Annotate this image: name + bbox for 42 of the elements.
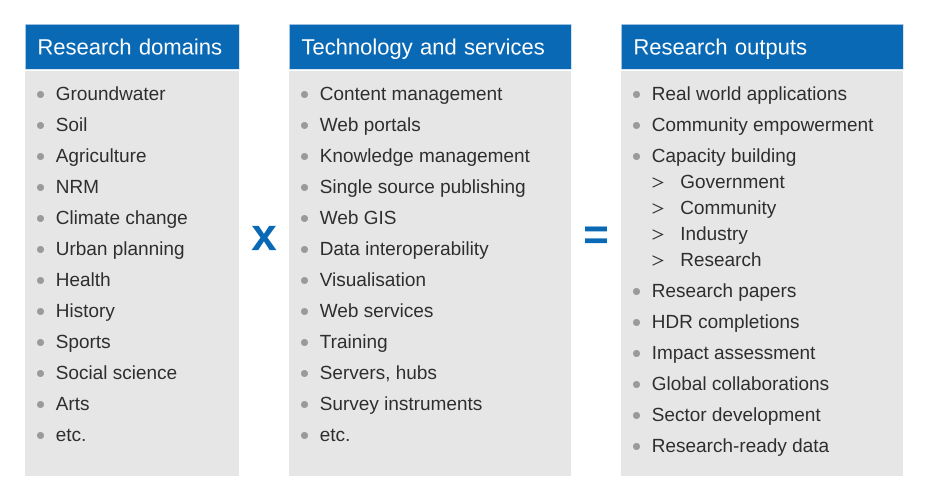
list-item: Visualisation: [320, 272, 425, 286]
list-item: Web portals: [320, 117, 420, 135]
list-item: Impact assessment: [653, 346, 816, 363]
list-item: Soil: [56, 117, 86, 132]
list-item: Capacity building: [652, 148, 796, 166]
column-header: Research domains: [25, 24, 240, 70]
list-item: Servers, hubs: [320, 365, 436, 382]
list-item: Sports: [56, 334, 110, 352]
list-item: History: [57, 303, 115, 321]
list-item: Government: [681, 174, 785, 188]
list-item: Single source publishing: [320, 179, 524, 197]
list-item: Sector development: [652, 407, 820, 425]
list-item: Agriculture: [56, 148, 146, 166]
list-item: Web GIS: [320, 210, 396, 224]
list-item: HDR completions: [653, 314, 799, 332]
list-item: Industry: [682, 226, 748, 244]
list-item: NRM: [57, 180, 98, 193]
list-item: Content management: [320, 86, 502, 104]
list-item: Community: [681, 200, 776, 218]
list-item: Real world applications: [653, 86, 846, 104]
list-item: Training: [320, 334, 386, 352]
list-item: Research-ready data: [653, 438, 830, 456]
list-item: Groundwater: [56, 86, 166, 100]
list-item: Urban planning: [57, 241, 184, 259]
list-item: Survey instruments: [320, 396, 482, 414]
list-item: Social science: [56, 365, 176, 380]
column-header: Research outputs: [621, 24, 904, 70]
list-item: etc.: [320, 428, 349, 442]
list-item: Global collaborations: [652, 376, 828, 390]
list-item: Research: [682, 252, 760, 266]
list-item: Health: [57, 272, 110, 286]
list-item: Climate change: [56, 210, 187, 228]
list-item: etc.: [56, 428, 85, 442]
column-header: Technology and services: [289, 24, 572, 70]
multiplication-sign: x: [252, 226, 276, 250]
list-item: Data interoperability: [321, 241, 489, 259]
list-item: Community empowerment: [652, 117, 874, 135]
list-item: Knowledge management: [321, 148, 530, 166]
list-item: Web services: [320, 303, 433, 318]
list-item: Arts: [56, 396, 89, 410]
equals-sign: =: [584, 226, 608, 244]
list-item: Research papers: [653, 283, 796, 301]
